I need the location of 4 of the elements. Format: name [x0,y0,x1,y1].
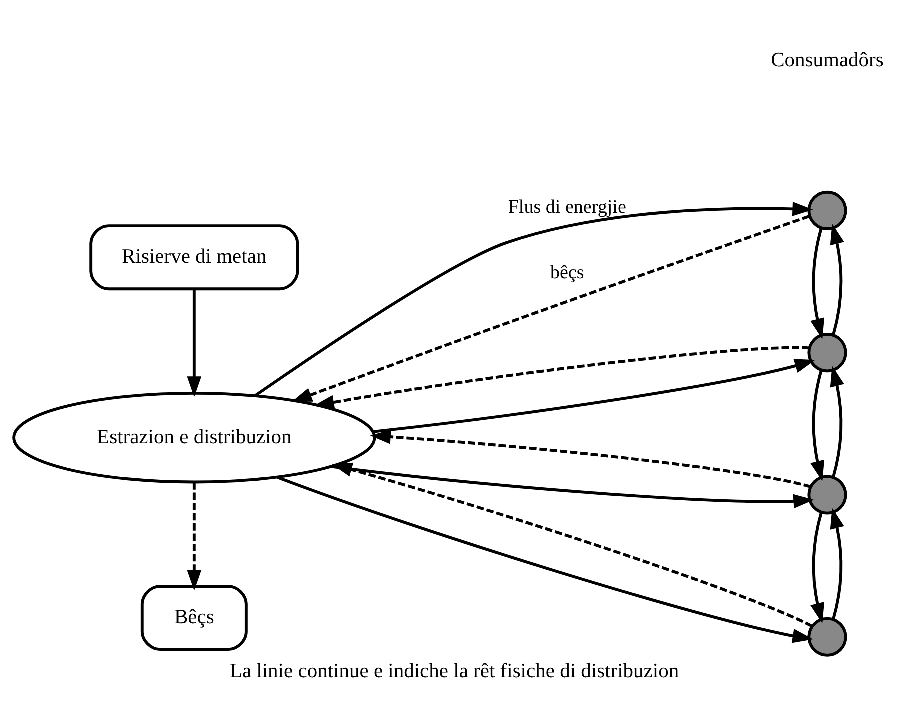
edge-label: Flus di energjie [508,196,626,218]
label: Consumadôrs [771,50,884,72]
caption: La linie continue e indiche la rêt fisiche di distribuzion [230,660,680,683]
edge-label: bêçs [550,262,584,284]
